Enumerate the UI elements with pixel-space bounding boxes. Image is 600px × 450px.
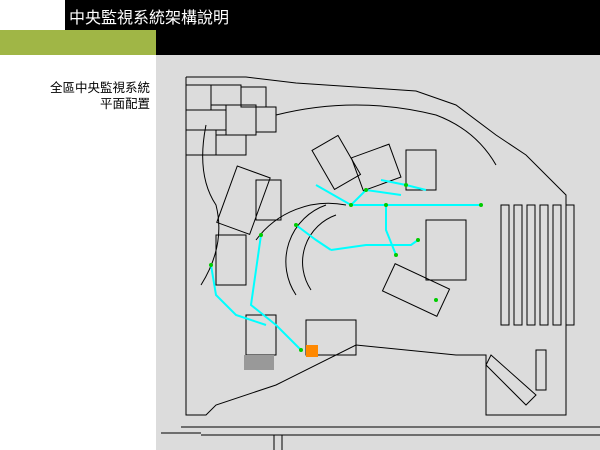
building-hatch xyxy=(244,355,274,370)
buildings xyxy=(200,104,497,356)
network-lines xyxy=(210,179,481,351)
control-room-marker xyxy=(306,345,318,357)
slide-subtitle: 全區中央監視系統 平面配置 xyxy=(50,80,150,112)
camera-nodes xyxy=(209,183,483,352)
parking-blocks-nw xyxy=(185,84,277,156)
subtitle-line-2: 平面配置 xyxy=(99,96,150,111)
content-panel xyxy=(156,55,600,450)
page-title: 中央監視系統架構說明 xyxy=(69,8,230,27)
accent-bar xyxy=(0,30,156,55)
parking-lot-east xyxy=(485,204,575,406)
site-boundary xyxy=(161,76,600,450)
site-plan-drawing xyxy=(161,76,600,450)
subtitle-line-1: 全區中央監視系統 xyxy=(49,80,150,95)
